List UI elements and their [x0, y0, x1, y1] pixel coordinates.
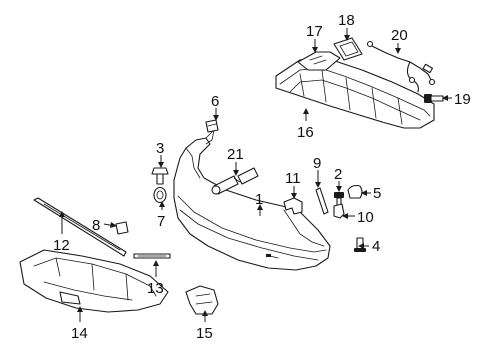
molding-13	[133, 253, 171, 259]
callout-4: 4	[372, 238, 380, 255]
callout-19: 19	[454, 91, 471, 108]
callout-1: 1	[255, 191, 263, 208]
bracket-11	[283, 197, 303, 215]
callout-13: 13	[147, 280, 164, 297]
bolt-19	[424, 94, 444, 103]
callout-5: 5	[373, 185, 381, 202]
callout-20: 20	[391, 27, 408, 44]
clip-6	[205, 119, 219, 133]
leader-arrows	[59, 35, 448, 316]
callout-10: 10	[357, 209, 374, 226]
clip-8	[115, 221, 129, 235]
bracket-15	[185, 285, 219, 315]
callout-14: 14	[71, 325, 88, 342]
wiring-harness-20	[366, 40, 436, 93]
callout-12: 12	[53, 237, 70, 254]
energy-absorber	[275, 51, 435, 129]
callout-2: 2	[334, 166, 342, 183]
callout-21: 21	[227, 146, 244, 163]
bumper-cover	[173, 128, 331, 271]
bolt-3	[151, 167, 169, 185]
bracket-18	[333, 37, 363, 61]
sensor-21	[211, 167, 259, 195]
callout-3: 3	[156, 140, 164, 157]
cap-5	[347, 184, 363, 199]
grommet-7	[153, 186, 167, 204]
callout-16: 16	[297, 124, 314, 141]
callout-11: 11	[285, 170, 301, 187]
callout-9: 9	[313, 155, 321, 172]
callout-6: 6	[211, 93, 219, 110]
callout-17: 17	[306, 23, 323, 40]
callout-7: 7	[157, 213, 165, 230]
strip-9	[315, 187, 329, 215]
callout-15: 15	[196, 325, 213, 342]
callout-18: 18	[338, 12, 355, 29]
under-cover-14	[19, 249, 169, 313]
callout-labels: 1 2 3 4 5 6 7 8 9 10 11 12 13 14 15 16 1…	[53, 12, 471, 342]
callout-8: 8	[92, 217, 100, 234]
molding-12	[33, 197, 127, 257]
